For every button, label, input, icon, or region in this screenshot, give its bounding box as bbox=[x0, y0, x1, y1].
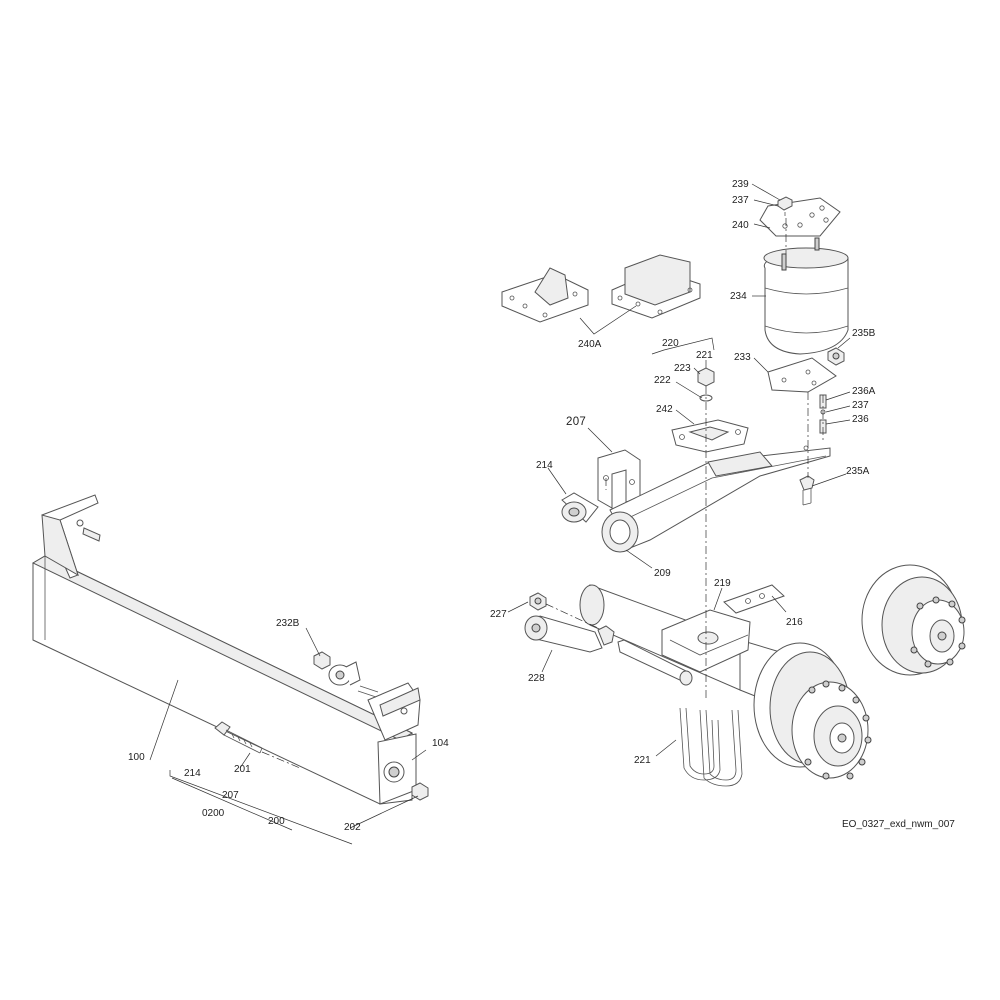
label-221-bottom: 221 bbox=[634, 755, 651, 766]
label-209: 209 bbox=[654, 568, 671, 579]
nut-223-part bbox=[697, 367, 715, 402]
label-222: 222 bbox=[654, 375, 671, 386]
label-214-right: 214 bbox=[536, 460, 553, 471]
brake-drum-part bbox=[861, 564, 966, 676]
bracket-240a-right-part bbox=[611, 254, 701, 319]
clamp-plate-242-part bbox=[671, 419, 749, 453]
label-200: 200 bbox=[268, 816, 285, 827]
label-202: 202 bbox=[344, 822, 361, 833]
nut-227-part bbox=[529, 592, 547, 611]
label-100: 100 bbox=[128, 752, 145, 763]
nut-232b-part bbox=[313, 651, 379, 698]
label-219: 219 bbox=[714, 578, 731, 589]
label-214-left: 214 bbox=[184, 768, 201, 779]
lower-plate-233-part bbox=[767, 357, 837, 393]
shock-absorber-228-part bbox=[524, 615, 615, 653]
label-233: 233 bbox=[734, 352, 751, 363]
label-236a: 236A bbox=[852, 386, 876, 397]
label-235b: 235B bbox=[852, 328, 876, 339]
label-239: 239 bbox=[732, 179, 749, 190]
hanger-bracket-207-part bbox=[597, 449, 641, 509]
bushing-214-part bbox=[561, 492, 599, 523]
nut-235b-part bbox=[827, 347, 845, 366]
hub-drum-part bbox=[753, 642, 872, 780]
spring-arm-209-part bbox=[601, 445, 831, 553]
label-232b: 232B bbox=[276, 618, 300, 629]
label-207-left: 207 bbox=[222, 790, 239, 801]
leader-lines bbox=[149, 183, 851, 845]
label-234: 234 bbox=[730, 291, 747, 302]
label-240a: 240A bbox=[578, 339, 602, 350]
label-236: 236 bbox=[852, 414, 869, 425]
label-237-mid: 237 bbox=[852, 400, 869, 411]
label-223: 223 bbox=[674, 363, 691, 374]
label-240: 240 bbox=[732, 220, 749, 231]
air-spring-234-part bbox=[763, 237, 849, 355]
label-220: 220 bbox=[662, 338, 679, 349]
label-227: 227 bbox=[490, 609, 507, 620]
nut-202-part bbox=[411, 782, 429, 801]
axle-seat-219-part bbox=[661, 609, 751, 673]
center-lines bbox=[261, 218, 824, 769]
bolt-201-part bbox=[214, 721, 263, 754]
bolt-235a-part bbox=[799, 475, 815, 506]
label-0200: 0200 bbox=[202, 808, 225, 819]
part-labels: 100 104 201 214 207 0200 200 202 232B 23… bbox=[128, 179, 876, 833]
u-bolt-221-part bbox=[679, 707, 743, 787]
pad-216-part bbox=[723, 584, 785, 614]
label-201: 201 bbox=[234, 764, 251, 775]
label-104: 104 bbox=[432, 738, 449, 749]
drawing-reference-code: EO_0327_exd_nwm_007 bbox=[842, 819, 955, 830]
label-237-top: 237 bbox=[732, 195, 749, 206]
label-242: 242 bbox=[656, 404, 673, 415]
label-228: 228 bbox=[528, 673, 545, 684]
axle-beam-part bbox=[31, 494, 421, 805]
label-221-top: 221 bbox=[696, 350, 713, 361]
pin-part bbox=[617, 639, 693, 686]
label-207-right: 207 bbox=[566, 416, 586, 428]
bracket-240a-left-part bbox=[501, 267, 589, 323]
label-235a: 235A bbox=[846, 466, 870, 477]
label-216: 216 bbox=[786, 617, 803, 628]
top-plate-240-part bbox=[759, 196, 841, 237]
